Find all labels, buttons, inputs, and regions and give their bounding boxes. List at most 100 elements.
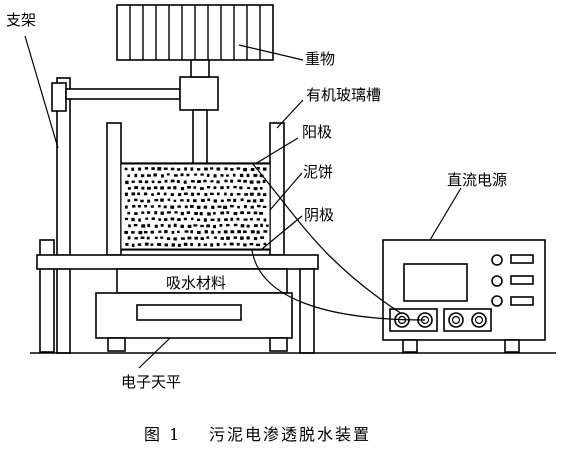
sludge-particle <box>157 180 162 184</box>
sludge-particle <box>183 242 188 246</box>
stand-post-vertical <box>56 77 71 354</box>
sludge-particle <box>180 211 184 216</box>
power-foot-right <box>504 339 520 353</box>
sludge-particle <box>137 192 140 196</box>
sludge-particle <box>180 199 184 202</box>
sludge-particle <box>237 179 241 183</box>
sludge-particle <box>223 243 227 246</box>
sludge-particle <box>160 186 164 190</box>
sludge-particle <box>133 224 138 227</box>
sludge-particle <box>184 205 188 209</box>
sludge-particle <box>263 218 267 222</box>
sludge-particle <box>171 243 175 247</box>
sludge-particle <box>213 212 216 215</box>
sludge-particle <box>257 204 261 208</box>
sludge-particle <box>266 224 269 227</box>
sludge-particle <box>200 173 204 176</box>
sludge-particle <box>124 167 128 171</box>
sludge-particle <box>236 217 240 221</box>
sludge-particle <box>211 205 215 209</box>
sludge-particle <box>250 230 255 234</box>
sludge-particle <box>150 230 154 234</box>
sludge-particle <box>243 243 247 247</box>
sludge-particle <box>224 179 228 183</box>
sludge-particle <box>203 205 208 209</box>
sludge-particle <box>217 205 222 208</box>
sludge-particle <box>253 237 258 241</box>
sludge-particle <box>138 230 143 235</box>
sludge-particle <box>237 205 240 209</box>
power-foot-left <box>402 339 418 353</box>
sludge-particle <box>166 173 170 176</box>
sludge-particle <box>211 230 214 234</box>
platform-leg-right <box>299 268 315 354</box>
sludge-particle <box>163 192 167 196</box>
sludge-particle <box>128 224 131 228</box>
sludge-particle <box>197 168 201 171</box>
sludge-particle <box>230 179 233 183</box>
sludge-particle <box>249 192 254 196</box>
sludge-particle <box>183 180 187 184</box>
sludge-particle <box>204 167 208 171</box>
sludge-particle <box>131 243 135 247</box>
sludge-particle <box>147 186 151 190</box>
sludge-particle <box>253 224 258 228</box>
sludge-particle <box>259 187 263 190</box>
sludge-particle <box>233 236 237 239</box>
sludge-particle <box>138 218 141 222</box>
sludge-particle <box>262 179 266 183</box>
sludge-particle <box>197 231 201 234</box>
terminal-socket-icon <box>451 315 461 325</box>
sludge-particle <box>214 236 217 239</box>
balance-display <box>136 304 242 321</box>
label-absorbent: 吸水材料 <box>166 274 226 292</box>
knob-icon <box>491 295 503 307</box>
sludge-particle <box>224 192 227 196</box>
sludge-particle <box>233 212 238 216</box>
sludge-particle <box>127 187 131 190</box>
sludge-particle <box>196 205 201 209</box>
sludge-particle <box>259 174 264 178</box>
sludge-particle <box>193 224 198 227</box>
sludge-particle <box>180 224 184 228</box>
sludge-particle <box>203 179 207 183</box>
sludge-particle <box>137 205 141 208</box>
sludge-particle <box>137 243 142 246</box>
sludge-particle <box>240 224 245 228</box>
sludge-particle <box>204 230 208 234</box>
sludge-particle <box>246 224 250 228</box>
sludge-particle <box>154 236 158 239</box>
sludge-particle <box>190 180 195 183</box>
sludge-particle <box>170 193 174 196</box>
sludge-particle <box>252 199 257 203</box>
balance-foot-left <box>107 337 126 352</box>
sludge-particle <box>134 212 138 215</box>
sludge-particle <box>213 174 217 178</box>
sludge-particle <box>163 167 168 170</box>
sludge-particle <box>154 211 158 215</box>
sludge-particle <box>240 236 244 240</box>
sludge-particle <box>131 180 135 183</box>
tank-wall-left <box>106 122 122 256</box>
sludge-particle <box>206 173 210 177</box>
anode-wire <box>251 162 403 315</box>
indicator-slot <box>510 254 534 264</box>
sludge-particle <box>240 211 244 215</box>
sludge-particle <box>230 168 234 171</box>
sludge-particle <box>131 231 135 234</box>
sludge-particle <box>217 192 220 196</box>
sludge-particle <box>253 187 258 191</box>
sludge-particle <box>190 204 194 208</box>
sludge-particle <box>226 211 230 214</box>
sludge-particle <box>253 173 258 177</box>
leader-weight <box>238 44 304 61</box>
sludge-particle <box>138 167 142 171</box>
sludge-particle <box>141 224 146 228</box>
sludge-particle <box>253 211 258 215</box>
sludge-particle <box>157 242 162 246</box>
sludge-particle <box>166 211 171 214</box>
sludge-particle <box>158 218 162 221</box>
dc-power-supply <box>382 239 546 353</box>
support-stand <box>39 76 219 354</box>
sludge-particle <box>190 192 195 196</box>
